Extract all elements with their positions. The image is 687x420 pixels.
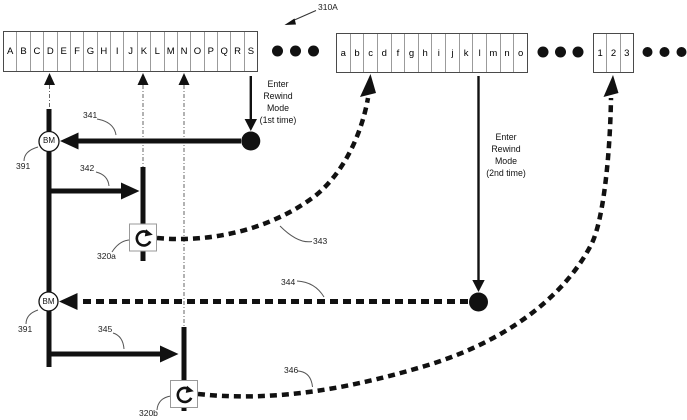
leader-344 — [296, 280, 325, 298]
timeline-guide-k — [137, 73, 149, 167]
arrow-342 — [51, 182, 140, 200]
leader-345 — [112, 332, 125, 350]
strip-cell: L — [150, 32, 163, 71]
ref-label-342: 342 — [80, 163, 95, 173]
ref-label-341: 341 — [83, 110, 98, 120]
rewind-first-arrow — [241, 76, 261, 151]
timeline-guide-n — [178, 73, 190, 327]
rewind-first-caption: Enter Rewind Mode (1st time) — [248, 78, 308, 126]
caption-line: Mode — [266, 103, 289, 113]
rewind-second-arrow — [469, 76, 488, 312]
strip-cell: D — [43, 32, 56, 71]
strip-cell: E — [56, 32, 70, 71]
strip-cell: 2 — [606, 34, 619, 72]
ref-label-346: 346 — [284, 365, 299, 375]
caption-line: Rewind — [491, 144, 521, 154]
ref-label-310a: 310A — [318, 2, 338, 12]
strip-cell: c — [363, 34, 377, 72]
ref-label-391a: 391 — [16, 161, 31, 171]
arrow-345 — [51, 345, 179, 363]
dashed-curve-343 — [156, 74, 376, 242]
caption-line: Mode — [494, 156, 517, 166]
caption-line: (1st time) — [259, 115, 297, 125]
timeline-guide-d — [44, 73, 55, 110]
strip-cell: j — [445, 34, 459, 72]
playhead-dot — [241, 131, 261, 151]
arrow-341 — [60, 132, 241, 150]
strip-cell: M — [163, 32, 177, 71]
bookmark-node-391b — [38, 291, 59, 312]
rotate-clockwise-icon — [176, 386, 193, 404]
frame-strip-tertiary: 1 2 3 — [593, 33, 634, 73]
ref-label-345: 345 — [98, 324, 113, 334]
leader-341 — [96, 118, 117, 136]
leader-391a — [23, 146, 39, 162]
frame-strip-primary: A B C D E F G H I J K L M N O P Q R S — [3, 31, 258, 72]
bookmark-label: BM — [42, 296, 55, 306]
strip-cell: O — [190, 32, 203, 71]
caption-line: (2nd time) — [486, 168, 526, 178]
strip-cell: G — [83, 32, 96, 71]
ellipsis-dots-icon — [272, 45, 319, 57]
strip-cell: N — [176, 32, 190, 71]
strip-cell: B — [16, 32, 29, 71]
leader-342 — [95, 171, 110, 187]
leader-346 — [297, 370, 313, 388]
dashed-arrow-344 — [59, 293, 468, 310]
bookmark-label: BM — [43, 136, 55, 145]
strip-cell: n — [499, 34, 514, 72]
strip-cell: k — [458, 34, 473, 72]
caption-line: Enter — [267, 79, 289, 89]
rotate-clockwise-icon — [135, 230, 152, 247]
ref-label-320b: 320b — [139, 408, 158, 418]
leader-391b — [25, 309, 39, 325]
strip-cell: d — [376, 34, 391, 72]
ref-label-343: 343 — [313, 236, 328, 246]
strip-cell: Q — [217, 32, 230, 71]
caption-line: Rewind — [263, 91, 293, 101]
strip-cell: f — [390, 34, 405, 72]
caption-line: Enter — [495, 132, 517, 142]
strip-cell: g — [404, 34, 418, 72]
strip-cell: o — [513, 34, 527, 72]
playhead-dot — [469, 292, 488, 312]
loop-box-320a — [129, 223, 157, 252]
strip-cell: b — [349, 34, 364, 72]
strip-cell: h — [417, 34, 432, 72]
loop-box-320b — [170, 380, 198, 408]
strip-cell: F — [69, 32, 83, 71]
ref-label-320a: 320a — [97, 251, 116, 261]
strip-cell: S — [243, 32, 257, 71]
strip-cell: l — [472, 34, 486, 72]
ref-310a-pointer-arrow — [284, 10, 317, 25]
rewind-second-caption: Enter Rewind Mode (2nd time) — [477, 131, 535, 179]
strip-cell: 1 — [597, 47, 603, 59]
strip-cell: 3 — [619, 34, 633, 72]
ref-label-344: 344 — [281, 277, 296, 287]
ellipsis-dots-icon — [537, 46, 584, 58]
strip-cell: I — [110, 32, 123, 71]
strip-cell: H — [96, 32, 110, 71]
strip-cell: i — [431, 34, 445, 72]
leader-320b — [156, 395, 172, 411]
ref-label-391b: 391 — [18, 324, 33, 334]
strip-cell: C — [29, 32, 43, 71]
bookmark-node-391a — [38, 130, 60, 153]
strip-cell: J — [123, 32, 136, 71]
frame-strip-secondary: a b c d f g h i j k l m n o — [336, 33, 528, 73]
ellipsis-dots-icon — [642, 47, 687, 57]
strip-cell: R — [230, 32, 243, 71]
strip-cell: m — [486, 34, 500, 72]
strip-cell: K — [136, 32, 150, 71]
dashed-curve-346 — [197, 75, 619, 399]
strip-cell: P — [203, 32, 217, 71]
leader-320a — [111, 239, 130, 253]
strip-cell: A — [7, 46, 14, 57]
strip-cell: a — [340, 47, 346, 59]
leader-343 — [279, 225, 313, 243]
